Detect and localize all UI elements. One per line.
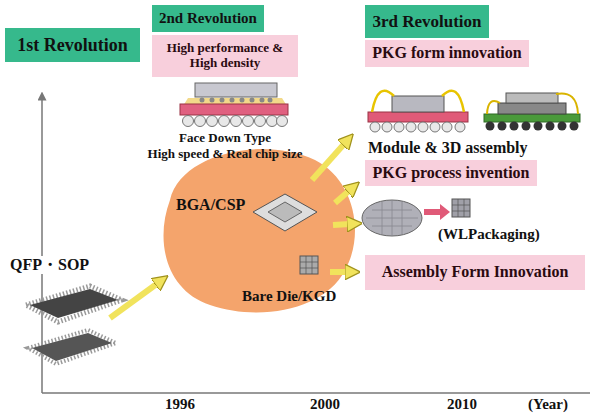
die	[506, 93, 558, 103]
qfp-body	[30, 289, 118, 318]
feature-box: Assembly Form Innovation	[365, 255, 585, 290]
wafer-grid	[366, 200, 418, 236]
bga-body	[253, 194, 317, 231]
feature-box: PKG process invention	[365, 160, 537, 186]
package-name: Bare Die/KGD	[242, 288, 336, 305]
module-package	[368, 91, 468, 132]
box-text: High performance & High density	[152, 41, 298, 71]
box-text: Assembly Form Innovation	[382, 263, 569, 281]
year-label: 2000	[310, 396, 340, 413]
face-down-package	[180, 83, 288, 127]
trend-arrow	[333, 224, 350, 225]
box-text: 2nd Revolution	[159, 10, 257, 27]
leads	[26, 286, 122, 322]
year-label: 1996	[165, 396, 195, 413]
year-label: 2010	[447, 396, 477, 413]
process-arrow	[424, 204, 450, 220]
bare-die	[300, 256, 318, 274]
solder-balls	[183, 116, 288, 127]
stacked-package	[484, 93, 580, 131]
trend-arrow	[330, 269, 348, 275]
package-name: BGA/CSP	[176, 196, 245, 214]
revolution-box: 2nd Revolution	[152, 5, 264, 32]
revolution-box: 3rd Revolution	[365, 5, 489, 38]
substrate	[368, 112, 468, 122]
box-text: 3rd Revolution	[372, 12, 481, 32]
solder-balls	[486, 122, 579, 131]
wafer	[362, 200, 422, 236]
solder-balls	[370, 122, 465, 132]
die	[392, 96, 444, 112]
caption-text: Face Down Type	[179, 131, 271, 146]
die-grid	[300, 256, 318, 274]
blob-shape	[163, 149, 355, 312]
package-label: QFP・SOP	[8, 256, 91, 274]
caption-text: High speed & Real chip size	[148, 147, 303, 162]
feature-box: PKG form innovation	[365, 40, 529, 67]
caption-text: Module & 3D assembly	[368, 139, 528, 157]
axes	[42, 96, 590, 393]
chip-grid	[452, 199, 470, 217]
qfp-packages	[26, 286, 122, 364]
caption-text: (WLPackaging)	[438, 226, 540, 243]
bond-wires	[372, 91, 464, 112]
bumps	[200, 98, 273, 103]
bga-die	[268, 202, 302, 222]
die	[195, 83, 277, 97]
axis-label: (Year)	[528, 396, 568, 413]
package-blob: BGA/CSP Bare Die/KGD	[150, 140, 360, 318]
substrate	[484, 114, 580, 122]
box-text: PKG process invention	[372, 164, 529, 182]
bond-wires	[487, 93, 578, 114]
trend-arrow	[110, 283, 158, 318]
feature-box: High performance & High density	[152, 35, 298, 77]
x-axis	[42, 392, 590, 394]
box-text: PKG form innovation	[372, 44, 521, 62]
revolution-box: 1st Revolution	[5, 28, 140, 62]
chip	[452, 199, 470, 217]
leads	[28, 330, 116, 364]
box-text: 1st Revolution	[17, 35, 128, 56]
sop-body	[32, 333, 112, 361]
die	[498, 103, 566, 114]
substrate	[180, 104, 288, 115]
